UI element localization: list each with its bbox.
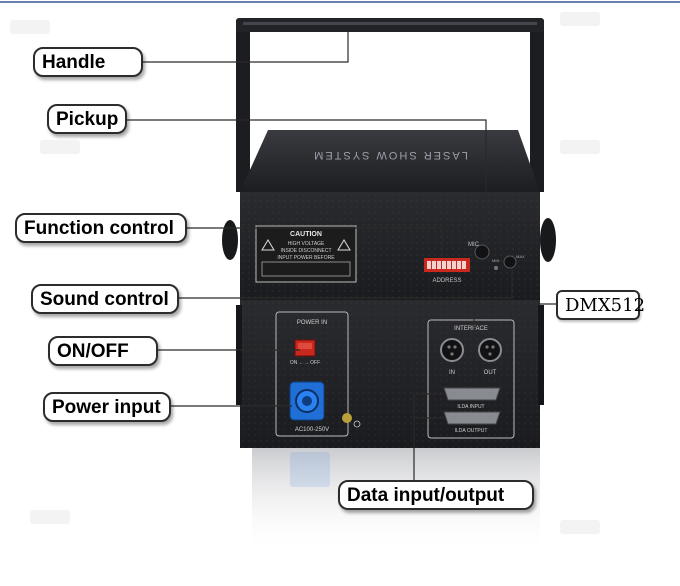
fuse-holder	[342, 413, 352, 423]
right-knob	[540, 218, 556, 262]
caution-label	[255, 225, 357, 283]
leader-data-input	[413, 393, 446, 480]
caution-line-3: INPUT POWER BEFORE	[277, 255, 335, 261]
caution-line-2: INSIDE DISCONNECT	[280, 248, 331, 254]
handle	[236, 18, 544, 192]
callout-sound-control: Sound control	[31, 284, 179, 314]
interface-text: INTERFACE	[454, 326, 488, 332]
callout-function-control: Function control	[15, 213, 187, 243]
leader-pickup	[126, 119, 487, 246]
mic-text: MIC	[468, 242, 480, 248]
knob-min-text: MIN	[492, 258, 499, 263]
leader-handle	[142, 32, 349, 63]
power-panel	[275, 311, 349, 437]
sound-knob	[503, 255, 517, 269]
left-knob	[222, 220, 238, 260]
knob-max-text: MAX	[516, 254, 525, 259]
in-text: IN	[449, 370, 455, 376]
callout-dmx512: DMX512	[556, 290, 645, 320]
caution-title: CAUTION	[290, 231, 322, 238]
device-top	[240, 130, 540, 192]
callout-on-off: ON/OFF	[48, 336, 158, 366]
voltage-text: AC100-250V	[295, 427, 329, 433]
ilda-input-port	[443, 387, 501, 401]
on-off-switch-text: ON ←→ OFF	[290, 360, 320, 366]
ground-symbol	[353, 420, 361, 428]
callout-power-input: Power input	[43, 392, 171, 422]
watermark	[10, 12, 600, 534]
ilda-output-text: ILDA OUTPUT	[455, 428, 488, 434]
leader-lines	[126, 32, 556, 480]
leader-dmx	[473, 303, 556, 338]
leader-sound	[178, 268, 513, 299]
callout-pickup: Pickup	[47, 104, 127, 134]
reflection-connector	[290, 452, 330, 487]
power-in-text: POWER IN	[297, 320, 327, 326]
dmx-out-port	[478, 338, 502, 362]
dip-switch	[424, 258, 470, 272]
mic-port	[474, 244, 490, 260]
ilda-input-text: ILDA INPUT	[457, 404, 484, 410]
caution-line-1: HIGH VOLTAGE	[288, 241, 325, 247]
interface-panel	[427, 319, 515, 439]
dmx-in-port	[440, 338, 464, 362]
callout-data-input-output: Data input/output	[338, 480, 534, 510]
leader-function	[186, 227, 443, 258]
address-text: ADDRESS	[432, 278, 461, 284]
top-label-text: LASER SHOW SYSTEM	[312, 149, 468, 161]
ilda-output-port	[443, 411, 501, 425]
callout-handle: Handle	[33, 47, 143, 77]
out-text: OUT	[484, 370, 497, 376]
